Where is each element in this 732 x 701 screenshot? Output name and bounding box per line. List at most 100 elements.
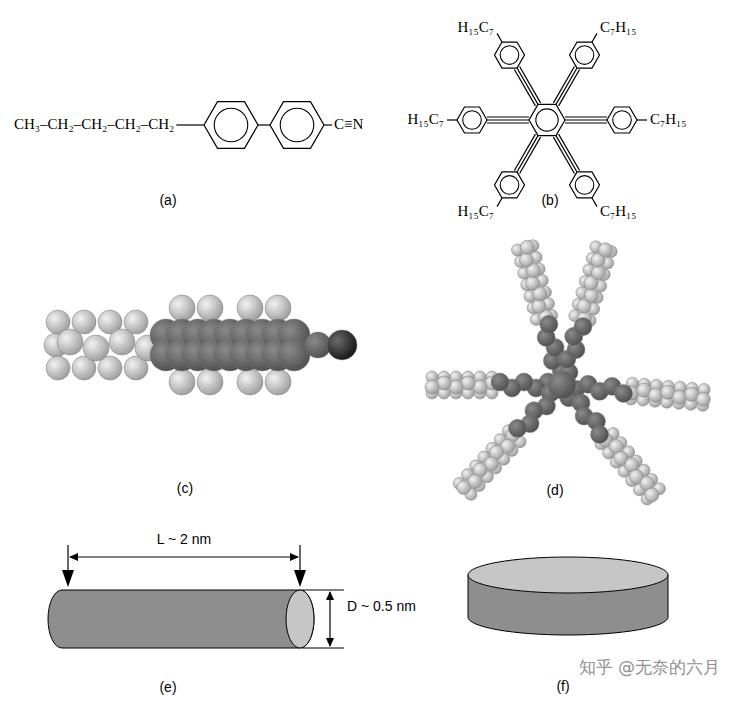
triple-bond: [487, 122, 529, 123]
carbon-sphere: [57, 329, 83, 355]
carbon-sphere: [109, 329, 135, 355]
aromatic-sphere: [491, 373, 509, 391]
carbon-sphere: [83, 335, 109, 361]
aromatic-circle: [214, 108, 247, 141]
single-bond: [592, 198, 597, 207]
extension-line: [302, 647, 344, 648]
aromatic-circle: [463, 111, 482, 130]
heptyl-group: H₁₅C₇: [457, 19, 494, 36]
single-bond: [447, 119, 457, 120]
triple-bond: [517, 68, 538, 104]
triple-bond: [556, 136, 577, 172]
dimension-arrowhead: [62, 570, 74, 587]
aromatic-sphere: [615, 384, 633, 402]
carbon-sphere: [696, 392, 710, 406]
panel-label: (f): [556, 678, 569, 694]
hydrogen-sphere: [169, 295, 195, 321]
panel-label: (d): [546, 482, 563, 498]
panel-label: (e): [159, 679, 176, 695]
benzene-ring: [204, 102, 258, 149]
aromatic-circle: [536, 109, 558, 131]
carbon-sphere: [425, 380, 439, 394]
benzene-ring: [457, 107, 487, 133]
triple-bond: [487, 119, 529, 120]
carbon-sphere: [648, 388, 662, 402]
dimension-arrowhead: [294, 570, 306, 587]
hydrogen-sphere: [237, 369, 263, 395]
hydrogen-sphere: [46, 356, 70, 380]
aromatic-sphere: [591, 425, 609, 443]
rod-end: [286, 590, 314, 648]
aromatic-sphere: [509, 419, 527, 437]
disk-top: [468, 557, 668, 593]
length-dimension: L ~ 2 nm: [157, 531, 211, 547]
triple-bond: [514, 134, 535, 170]
triple-bond: [565, 122, 607, 123]
hydrogen-sphere: [197, 369, 223, 395]
single-bond: [637, 119, 647, 120]
single-bond: [592, 33, 597, 42]
carbon-sphere: [457, 480, 471, 494]
triple-bond: [487, 116, 529, 117]
hydrogen-sphere: [169, 369, 195, 395]
hydrogen-sphere: [265, 369, 291, 395]
single-bond: [497, 198, 502, 207]
extension-line: [302, 589, 344, 590]
nitrogen-sphere: [327, 330, 357, 360]
heptyl-group: H₁₅C₇: [407, 111, 444, 128]
single-bond: [324, 124, 332, 125]
aromatic-circle: [613, 111, 632, 130]
carbon-sphere: [519, 253, 533, 267]
benzene-ring: [607, 107, 637, 133]
benzene-ring: [495, 172, 525, 198]
triple-bond: [556, 68, 577, 104]
single-bond: [497, 33, 502, 42]
triple-bond: [565, 119, 607, 120]
single-bond: [176, 124, 204, 125]
hydrogen-sphere: [265, 295, 291, 321]
triple-bond: [559, 70, 580, 106]
dimension-arrowhead: [326, 591, 334, 600]
single-bond: [258, 124, 270, 125]
dimension-line: [70, 556, 298, 557]
triple-bond: [565, 116, 607, 117]
aromatic-sphere: [574, 318, 592, 336]
triple-bond: [517, 136, 538, 172]
aromatic-circle: [500, 46, 519, 65]
watermark: 知乎 @无奈的六月: [579, 658, 720, 678]
aromatic-sphere: [540, 315, 558, 333]
heptyl-group: H₁₅C₇: [457, 203, 494, 220]
triple-bond: [520, 67, 541, 103]
panel-label: (c): [177, 480, 193, 496]
dimension-arrowhead: [69, 553, 78, 561]
heptyl-group: C₇H₁₅: [600, 203, 637, 220]
aromatic-circle: [280, 108, 313, 141]
dimension-arrowhead: [326, 638, 334, 647]
carbon-sphere: [645, 488, 659, 502]
carbon-sphere: [520, 240, 534, 254]
nitrile-group: C≡N: [334, 116, 363, 133]
benzene-ring: [570, 172, 600, 198]
dimension-line: [329, 592, 330, 646]
diameter-dimension: D ~ 0.5 nm: [347, 598, 416, 614]
panel-label: (b): [541, 192, 558, 208]
heptyl-group: C₇H₁₅: [600, 19, 637, 36]
benzene-ring: [570, 42, 600, 68]
aromatic-circle: [575, 46, 594, 65]
rod-cylinder: [48, 590, 314, 648]
carbon-sphere: [598, 243, 612, 257]
benzene-ring: [495, 42, 525, 68]
core-sphere: [548, 371, 576, 399]
panel-label: (a): [159, 192, 176, 208]
aromatic-circle: [575, 176, 594, 195]
heptyl-group: C₇H₁₅: [650, 111, 687, 128]
aromatic-circle: [500, 176, 519, 195]
carbon-sphere: [672, 390, 686, 404]
triple-bond: [553, 137, 574, 173]
alkyl-chain-formula: CH₃–CH₂–CH₂–CH₂–CH₂: [14, 116, 174, 133]
carbon-sphere: [584, 289, 598, 303]
dimension-arrowhead: [290, 553, 299, 561]
